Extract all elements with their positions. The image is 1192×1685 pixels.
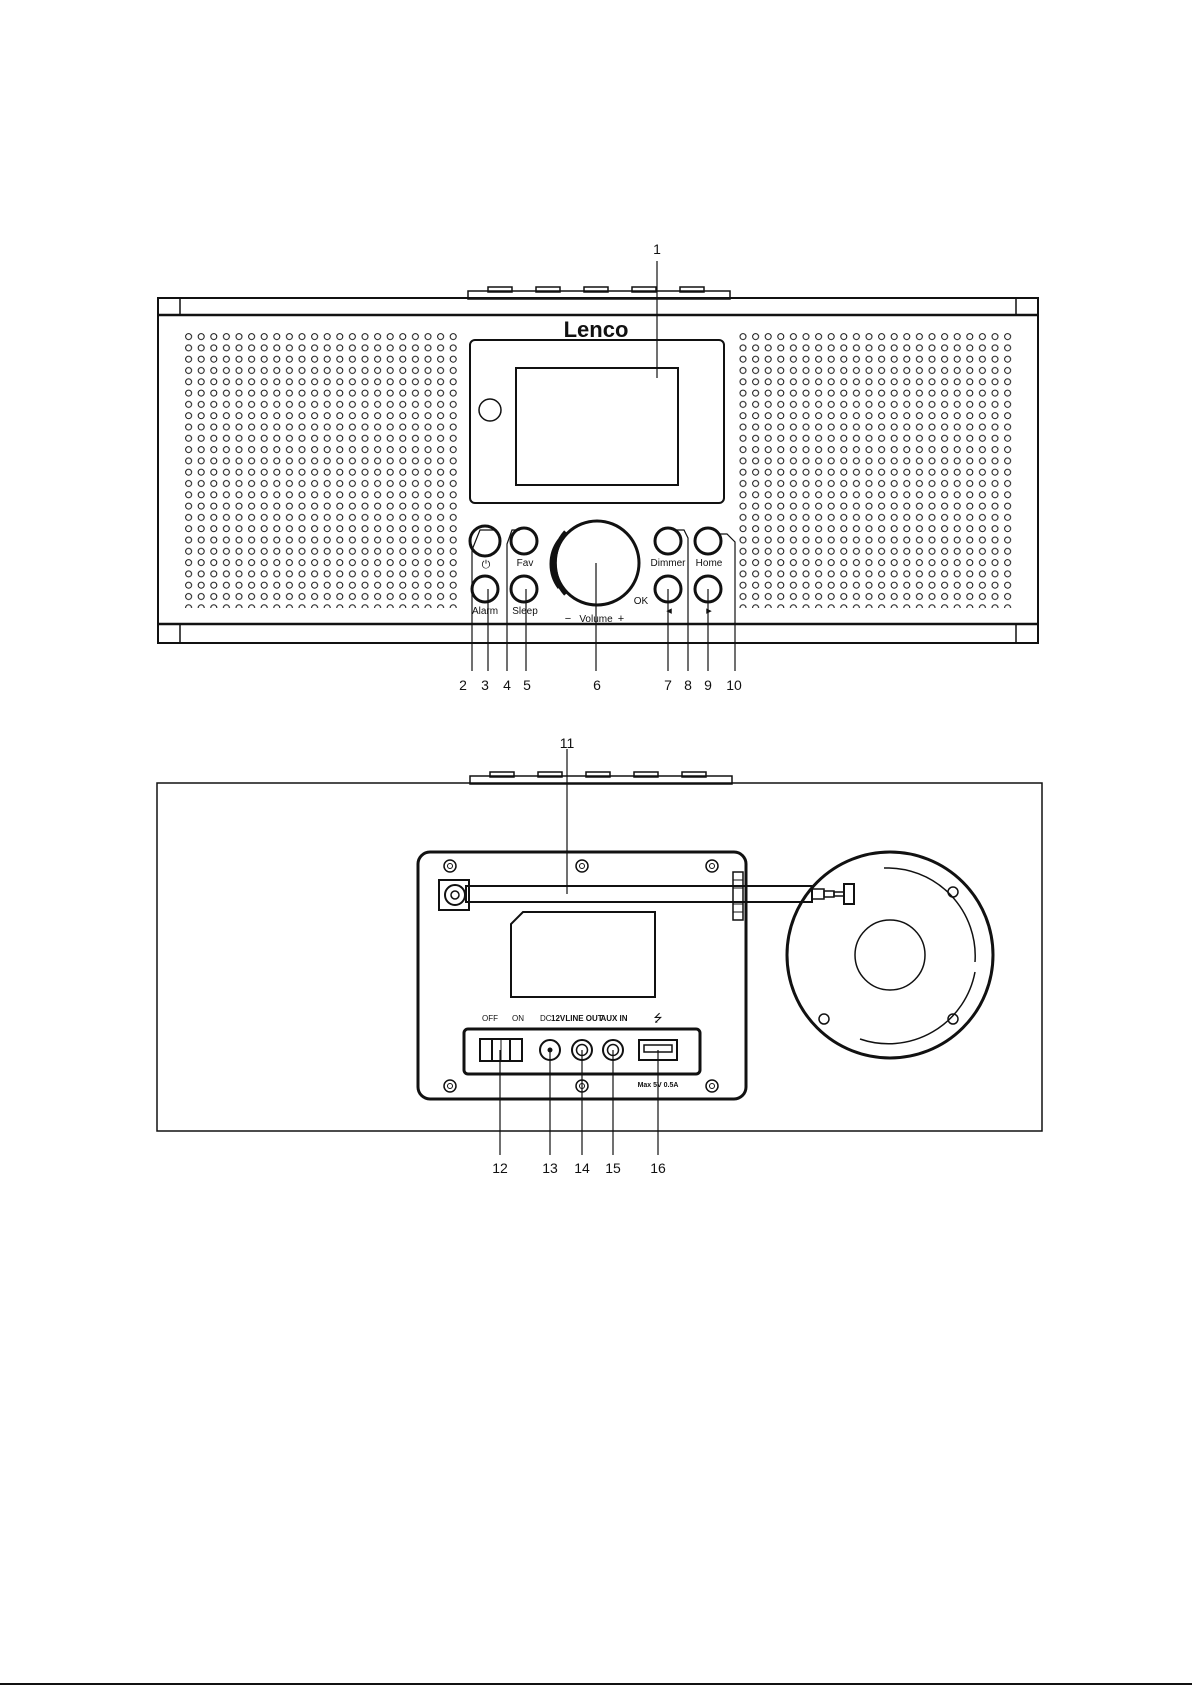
back-view: OFF ON DC 12V LINE OUT AUX IN ⭍ Ma: [157, 735, 1042, 1176]
power-icon: ⏻: [482, 559, 491, 571]
svg-text:−: −: [565, 613, 571, 625]
fav-button[interactable]: Fav: [511, 528, 537, 569]
front-view: Lenco ⏻ Fav Alarm Sleep − Volume: [158, 241, 1038, 693]
svg-text:Alarm: Alarm: [472, 606, 498, 617]
right-speaker-grille: [737, 330, 1012, 608]
power-switch[interactable]: [480, 1039, 522, 1061]
back-leader-lines: [500, 749, 658, 1155]
ir-sensor: [479, 399, 501, 421]
callout-10: 10: [726, 677, 742, 693]
svg-text:Fav: Fav: [517, 558, 534, 569]
prev-icon: ◂: [666, 605, 672, 617]
volume-knob[interactable]: − Volume + OK: [551, 521, 649, 625]
next-icon: ▸: [706, 605, 712, 617]
callout-2: 2: [459, 677, 467, 693]
left-speaker-grille: [182, 330, 457, 608]
callout-12: 12: [492, 1160, 508, 1176]
power-button[interactable]: ⏻: [470, 526, 500, 571]
svg-text:Sleep: Sleep: [512, 606, 538, 617]
svg-text:ON: ON: [512, 1014, 524, 1023]
brand-logo: Lenco: [564, 317, 629, 342]
home-button[interactable]: Home: [695, 528, 723, 569]
callout-11: 11: [560, 735, 575, 751]
dimmer-button[interactable]: Dimmer: [651, 528, 687, 569]
svg-text:AUX IN: AUX IN: [600, 1014, 627, 1023]
back-top-buttons: [470, 772, 732, 784]
usb-icon: ⭍: [653, 1012, 662, 1025]
svg-text:Dimmer: Dimmer: [651, 558, 687, 569]
callout-7: 7: [664, 677, 672, 693]
display-screen: [516, 368, 678, 485]
callout-9: 9: [704, 677, 712, 693]
back-cabinet: [157, 783, 1042, 1131]
rating-label-area: [511, 912, 655, 997]
alarm-button[interactable]: Alarm: [472, 576, 498, 617]
speaker-icon: [787, 852, 993, 1058]
callout-13: 13: [542, 1160, 558, 1176]
sleep-button[interactable]: Sleep: [511, 576, 538, 617]
callout-5: 5: [523, 677, 531, 693]
callout-14: 14: [574, 1160, 590, 1176]
callout-15: 15: [605, 1160, 621, 1176]
callout-1: 1: [653, 241, 661, 257]
callout-16: 16: [650, 1160, 666, 1176]
callout-6: 6: [593, 677, 601, 693]
display-bezel: [470, 340, 724, 503]
svg-text:OFF: OFF: [482, 1014, 498, 1023]
svg-text:LINE OUT: LINE OUT: [565, 1014, 602, 1023]
callout-8: 8: [684, 677, 692, 693]
svg-text:+: +: [618, 613, 624, 625]
svg-text:OK: OK: [634, 596, 649, 607]
svg-text:DC: DC: [540, 1014, 552, 1023]
svg-text:Home: Home: [696, 558, 723, 569]
callout-4: 4: [503, 677, 511, 693]
svg-text:12V: 12V: [551, 1014, 566, 1023]
callout-3: 3: [481, 677, 489, 693]
